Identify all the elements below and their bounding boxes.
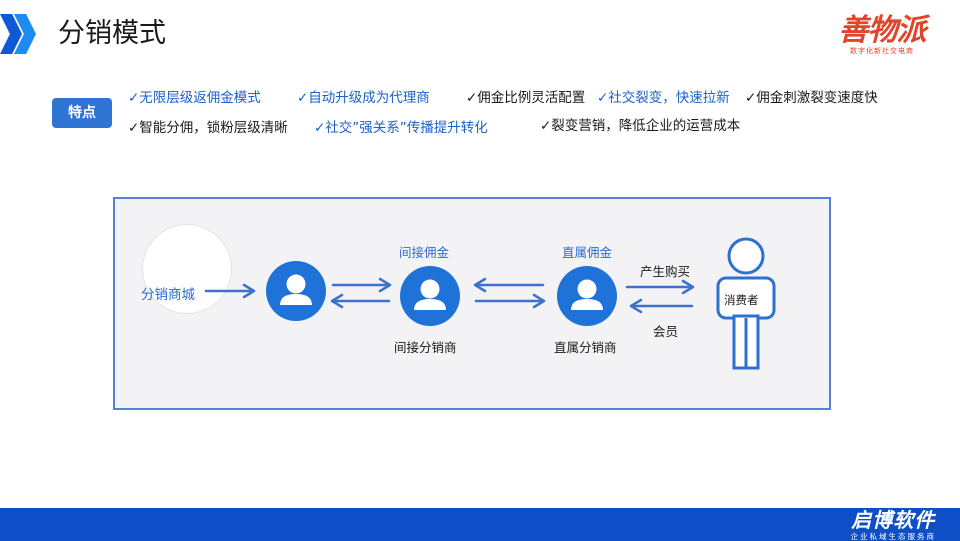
footer-tagline: 企业私域生态服务商 — [850, 532, 936, 541]
features-badge: 特点 — [52, 98, 112, 128]
mall-label: 分销商城 — [141, 287, 195, 303]
arrow-left-icon — [473, 277, 545, 293]
feature-item: ✓无限层级返佣金模式 — [128, 90, 261, 106]
brand-name: 善物派 — [838, 13, 927, 48]
page-title: 分销模式 — [58, 18, 166, 49]
feature-item: ✓佣金比例灵活配置 — [466, 90, 586, 106]
chevron-decoration-front — [14, 14, 36, 54]
arrow-right-icon — [204, 283, 256, 299]
feature-item: ✓社交裂变，快速拉新 — [597, 90, 730, 106]
footer-company-name: 启博软件 — [851, 508, 936, 532]
direct-commission-label: 直属佣金 — [562, 245, 613, 260]
footer-bar — [0, 508, 960, 541]
feature-item: ✓自动升级成为代理商 — [297, 90, 430, 106]
member-label: 会员 — [653, 324, 679, 339]
direct-distributor-avatar-icon — [557, 266, 617, 326]
brand-logo: 善物派 数字化新社交电商 — [830, 14, 934, 56]
consumer-label: 消费者 — [724, 293, 759, 307]
feature-item: ✓智能分佣，锁粉层级清晰 — [128, 120, 288, 136]
mall-ring — [142, 224, 232, 314]
purchase-label: 产生购买 — [640, 264, 691, 279]
feature-item: ✓社交”强关系”传播提升转化 — [314, 120, 488, 136]
arrow-right-icon — [625, 279, 695, 295]
distribution-diagram — [113, 197, 831, 410]
indirect-distributor-label: 间接分销商 — [394, 340, 457, 355]
arrow-right-icon — [331, 277, 392, 293]
indirect-commission-label: 间接佣金 — [399, 245, 450, 260]
footer-logo: 启博软件 企业私域生态服务商 — [851, 508, 937, 541]
feature-item: ✓佣金刺激裂变速度快 — [745, 90, 878, 106]
indirect-distributor-avatar-icon — [400, 266, 460, 326]
direct-distributor-label: 直属分销商 — [554, 340, 617, 355]
feature-item: ✓裂变营销，降低企业的运营成本 — [540, 118, 741, 134]
brand-tagline: 数字化新社交电商 — [850, 47, 914, 55]
chevron-decoration-back — [0, 14, 22, 54]
user-avatar-icon — [266, 261, 326, 321]
arrow-left-icon — [330, 293, 391, 309]
arrow-left-icon — [629, 298, 694, 314]
arrow-right-icon — [474, 293, 546, 309]
